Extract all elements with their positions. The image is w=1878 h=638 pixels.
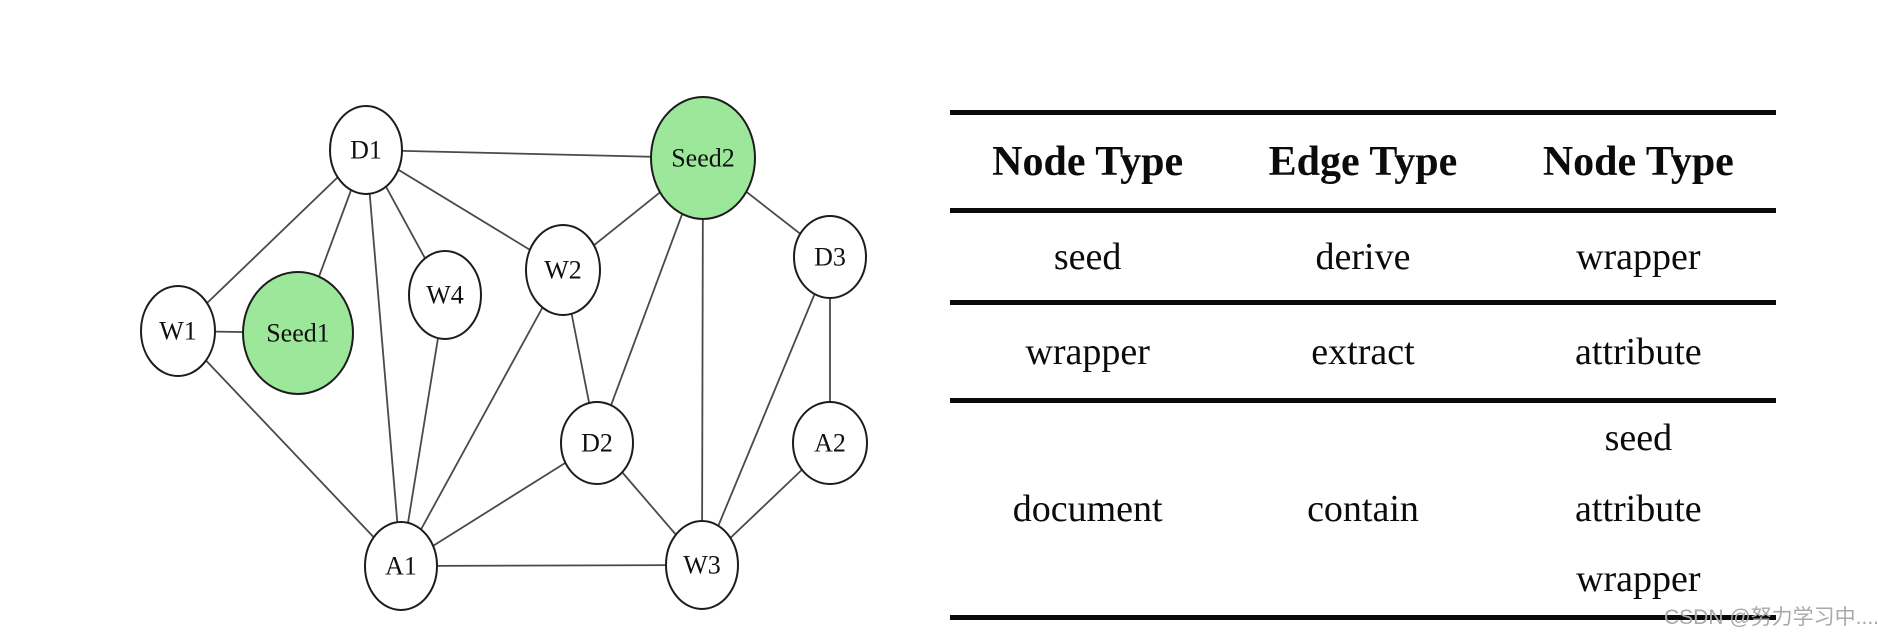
node-label-D2: D2 <box>581 429 613 458</box>
graph-node-W4: W4 <box>408 250 482 340</box>
table-cell-line: attribute <box>1575 487 1702 530</box>
graph-node-W2: W2 <box>525 224 601 316</box>
node-ellipse <box>665 520 739 610</box>
table-cell: derive <box>1315 235 1411 278</box>
node-label-Seed1: Seed1 <box>266 319 330 348</box>
table-cell: wrapper <box>1576 235 1701 278</box>
node-label-W1: W1 <box>159 317 197 346</box>
table-cell-line: wrapper <box>1576 558 1701 601</box>
table-header-node-type-right: Node Type <box>1542 138 1734 185</box>
graph-edge-D1-A1 <box>365 149 402 567</box>
table-cell-line: seed <box>1604 417 1673 460</box>
graph-node-D2: D2 <box>560 401 634 485</box>
graph-node-A2: A2 <box>792 401 868 485</box>
table-cell: attribute <box>1575 330 1702 373</box>
node-ellipse <box>364 521 438 611</box>
graph-node-D1: D1 <box>329 105 403 195</box>
table-row-seed-derive-wrapper: seed derive wrapper <box>950 208 1776 300</box>
graph-node-A1: A1 <box>364 521 438 611</box>
graph-node-W3: W3 <box>665 520 739 610</box>
node-ellipse <box>408 250 482 340</box>
node-ellipse <box>525 224 601 316</box>
graph-edge-D3-W3 <box>701 256 831 566</box>
graph-edge-D1-Seed2 <box>365 149 704 159</box>
node-ellipse <box>793 215 867 299</box>
table-cell: contain <box>1307 488 1419 530</box>
graph-edge-A1-W3 <box>400 564 703 567</box>
table-header-node-type-left: Node Type <box>992 138 1184 185</box>
node-edge-type-table: Node Type Edge Type Node Type seed deriv… <box>950 110 1776 620</box>
node-label-W4: W4 <box>426 281 464 310</box>
csdn-watermark: CSDN @努力学习中.... <box>1664 606 1878 629</box>
graph-edge-W2-A1 <box>400 269 564 567</box>
table-cell-multi: seed attribute wrapper <box>1501 403 1776 615</box>
node-label-D3: D3 <box>814 243 846 272</box>
graph-node-W1: W1 <box>140 285 216 377</box>
graph-edge-Seed2-W3 <box>701 157 704 566</box>
node-ellipse <box>140 285 216 377</box>
node-ellipse <box>560 401 634 485</box>
graph-node-Seed1: Seed1 <box>242 271 354 395</box>
node-ellipse <box>792 401 868 485</box>
table-header-row: Node Type Edge Type Node Type <box>950 115 1776 208</box>
node-label-A2: A2 <box>814 429 846 458</box>
seed-node-ellipse <box>242 271 354 395</box>
table-cell: wrapper <box>1025 330 1150 373</box>
table-cell: seed <box>1053 235 1122 278</box>
table-row-document-contain: document contain seed attribute wrapper <box>950 398 1776 615</box>
graph-edge-W4-A1 <box>400 294 446 567</box>
node-ellipse <box>329 105 403 195</box>
node-label-W2: W2 <box>544 256 582 285</box>
graph-node-D3: D3 <box>793 215 867 299</box>
node-label-Seed2: Seed2 <box>671 144 735 173</box>
table-row-wrapper-extract-attribute: wrapper extract attribute <box>950 300 1776 398</box>
graph-node-Seed2: Seed2 <box>650 96 756 220</box>
table-cell: extract <box>1311 330 1415 373</box>
table-header-edge-type: Edge Type <box>1268 138 1458 185</box>
node-label-A1: A1 <box>385 552 417 581</box>
node-label-D1: D1 <box>350 136 382 165</box>
graph-edge-W1-A1 <box>177 330 402 567</box>
node-label-W3: W3 <box>683 551 721 580</box>
table-cell: document <box>1012 488 1163 530</box>
graph-edge-W1-D1 <box>177 149 367 332</box>
seed-node-ellipse <box>650 96 756 220</box>
